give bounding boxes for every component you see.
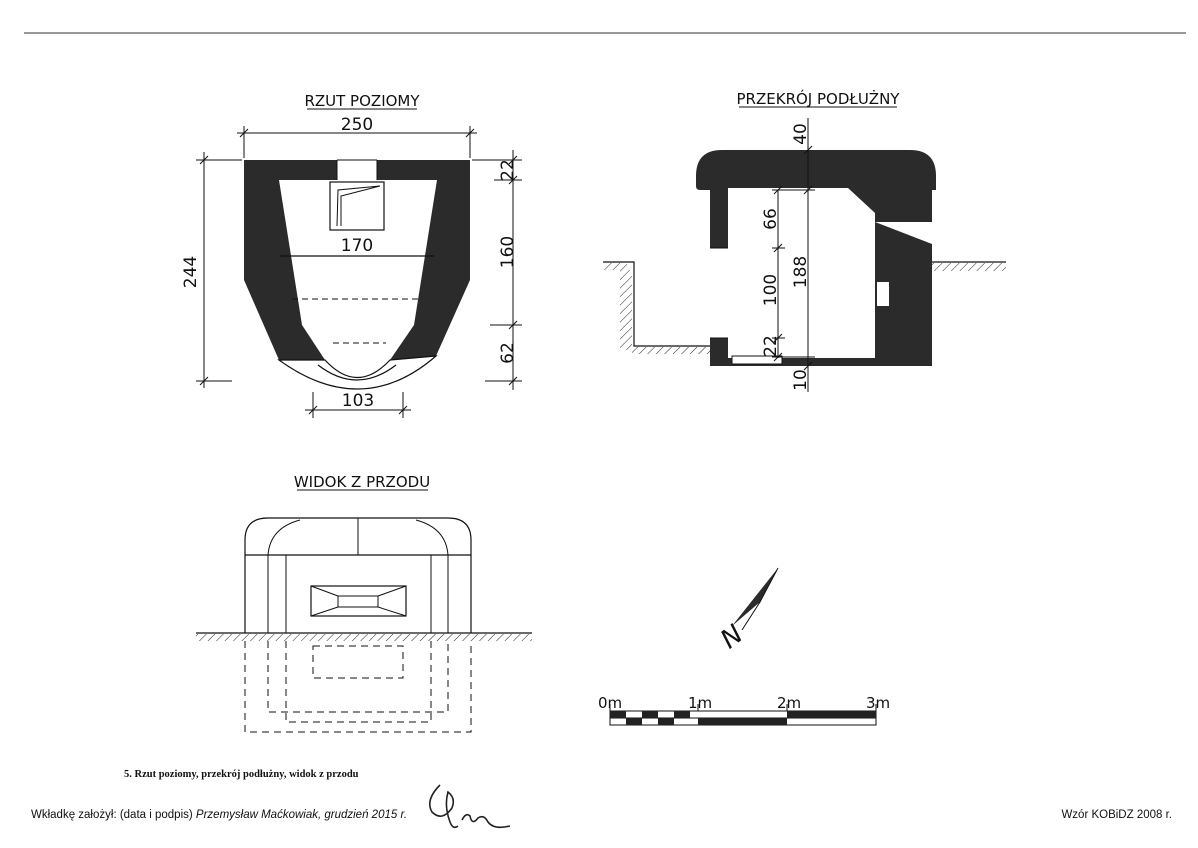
section-view: PRZEKRÓJ PODŁUŻNY	[603, 89, 1006, 392]
dim-floor: 10	[791, 369, 811, 391]
dim-seg-mid: 160	[498, 236, 518, 268]
dim-roof: 40	[791, 123, 811, 145]
scale-label-3: 3m	[866, 694, 890, 712]
prepared-by: Przemysław Maćkowiak, grudzień 2015 r.	[195, 809, 408, 821]
weapon-mount	[329, 181, 385, 231]
north-label: N	[715, 619, 749, 655]
dim-upper: 66	[761, 208, 781, 230]
scale-label-2: 2m	[777, 694, 801, 712]
scale-label-0: 0m	[598, 694, 622, 712]
front-title: WIDOK Z PRZODU	[294, 473, 430, 491]
dim-seg-top: 22	[498, 159, 518, 181]
plan-view: RZUT POZIOMY 250 170 103	[181, 92, 522, 418]
front-embrasure	[310, 585, 407, 617]
dim-height: 244	[181, 256, 201, 288]
prepared-label: Wkładkę założył: (data i podpis)	[31, 809, 193, 821]
north-arrow-icon: N	[715, 567, 779, 655]
template-label: Wzór KOBiDZ 2008 r.	[1061, 809, 1172, 821]
plan-walls	[244, 160, 470, 360]
dim-total: 188	[791, 256, 811, 288]
signature	[429, 784, 511, 829]
dim-width: 250	[341, 115, 373, 135]
scale-bar: 0m 1m 2m 3m	[598, 694, 890, 726]
figure-caption: 5. Rzut poziomy, przekrój podłużny, wido…	[124, 769, 359, 780]
dim-lower: 22	[761, 335, 781, 357]
dim-opening: 103	[342, 391, 374, 411]
dim-seg-bottom: 62	[498, 342, 518, 364]
section-title: PRZEKRÓJ PODŁUŻNY	[737, 89, 901, 108]
scale-label-1: 1m	[688, 694, 712, 712]
dim-inner-width: 170	[341, 236, 373, 256]
footer-prepared: Wkładkę założył: (data i podpis) Przemys…	[31, 809, 407, 821]
dim-mid: 100	[761, 274, 781, 306]
plan-title: RZUT POZIOMY	[304, 92, 420, 110]
front-view: WIDOK Z PRZODU	[196, 473, 532, 733]
